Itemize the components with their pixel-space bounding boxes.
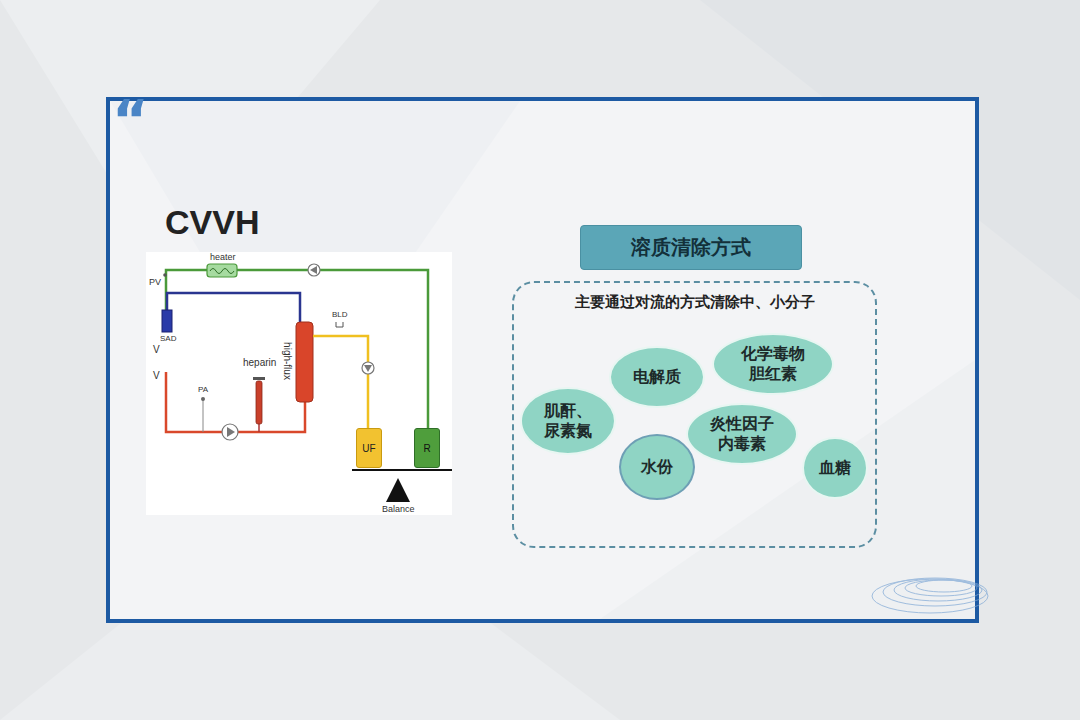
balance-label: Balance xyxy=(382,504,415,514)
header-box: 溶质清除方式 xyxy=(580,225,802,270)
return-line xyxy=(166,270,428,428)
node-label: 溶质清除方式 xyxy=(631,234,751,261)
pump-symbol xyxy=(362,362,374,374)
blood-pump xyxy=(222,424,238,440)
pa-sensor xyxy=(201,397,205,401)
balance-bar xyxy=(352,469,452,471)
label-holder: heater xyxy=(210,253,236,262)
pv-sensor xyxy=(163,273,167,277)
label-holder: heparin xyxy=(243,358,276,368)
node-label: 水份 xyxy=(641,457,673,477)
bld-detector xyxy=(336,322,343,327)
detector-label: BLD xyxy=(332,310,348,319)
item-ellipse: 水份 xyxy=(619,434,695,500)
region-heading: 主要通过对流的方式清除中、小分子 xyxy=(575,293,815,312)
content-region: 主要通过对流的方式清除中、小分子电解质 化学毒物 胆红素肌酐、 尿素氮 炎性因子 内… xyxy=(512,281,877,548)
item-ellipse: 化学毒物 胆红素 xyxy=(712,333,834,395)
slide-title: CVVH xyxy=(165,203,259,241)
swirl-decoration xyxy=(872,578,988,613)
venous-line xyxy=(167,293,300,322)
label-holder: SAD xyxy=(160,335,176,343)
heater-symbol xyxy=(207,264,237,277)
balance-fulcrum xyxy=(386,478,410,502)
label-holder: V xyxy=(153,371,160,381)
label-holder: Balance xyxy=(382,505,415,514)
replacement-container: R xyxy=(414,428,440,468)
filter-label: high-flux xyxy=(282,342,293,380)
pa-lead xyxy=(203,400,204,432)
schematic-panel xyxy=(146,252,452,515)
label-holder: PV xyxy=(149,278,161,287)
item-ellipse: 肌酐、 尿素氮 xyxy=(520,387,616,455)
node-label: 血糖 xyxy=(819,458,851,478)
pump-arrow xyxy=(310,266,317,274)
slide-panel xyxy=(108,99,977,621)
node-label: 炎性因子 内毒素 xyxy=(704,414,780,454)
component-label: heparin xyxy=(243,357,276,368)
heparin-syringe xyxy=(256,381,262,424)
node-label: 化学毒物 胆红素 xyxy=(735,344,811,384)
heater-wave xyxy=(210,269,234,274)
heparin-lead xyxy=(258,424,260,432)
item-ellipse: 血糖 xyxy=(802,437,868,499)
title-holder: CVVH xyxy=(165,203,259,242)
component-label: SAD xyxy=(160,334,176,343)
label-holder: BLD xyxy=(332,311,348,319)
label-holder: PA xyxy=(198,386,208,394)
label-holder: “ xyxy=(112,92,149,148)
component-label: heater xyxy=(210,252,236,262)
arterial-line xyxy=(166,372,305,432)
sensor-label: PV xyxy=(149,277,161,287)
ultrafiltrate-line xyxy=(313,336,368,428)
sad-chamber xyxy=(162,310,172,332)
pump-arrow xyxy=(364,365,372,372)
uf-container: UF xyxy=(356,428,382,468)
quote-mark: “ xyxy=(112,87,149,152)
sensor-label: PA xyxy=(198,385,208,394)
item-ellipse: 炎性因子 内毒素 xyxy=(686,403,798,465)
pump-arrow xyxy=(227,427,235,437)
node-label: 电解质 xyxy=(633,367,681,387)
line-label: V xyxy=(153,344,160,355)
pump-symbol xyxy=(308,264,320,276)
node-label: 肌酐、 尿素氮 xyxy=(540,401,596,441)
node-label: UF xyxy=(362,443,375,454)
syringe-cap xyxy=(253,377,265,380)
item-ellipse: 电解质 xyxy=(609,346,705,408)
node-label: R xyxy=(423,443,430,454)
hemofilter xyxy=(296,322,313,402)
line-label: V xyxy=(153,370,160,381)
label-holder: high-flux xyxy=(282,336,292,386)
label-holder: V xyxy=(153,345,160,355)
